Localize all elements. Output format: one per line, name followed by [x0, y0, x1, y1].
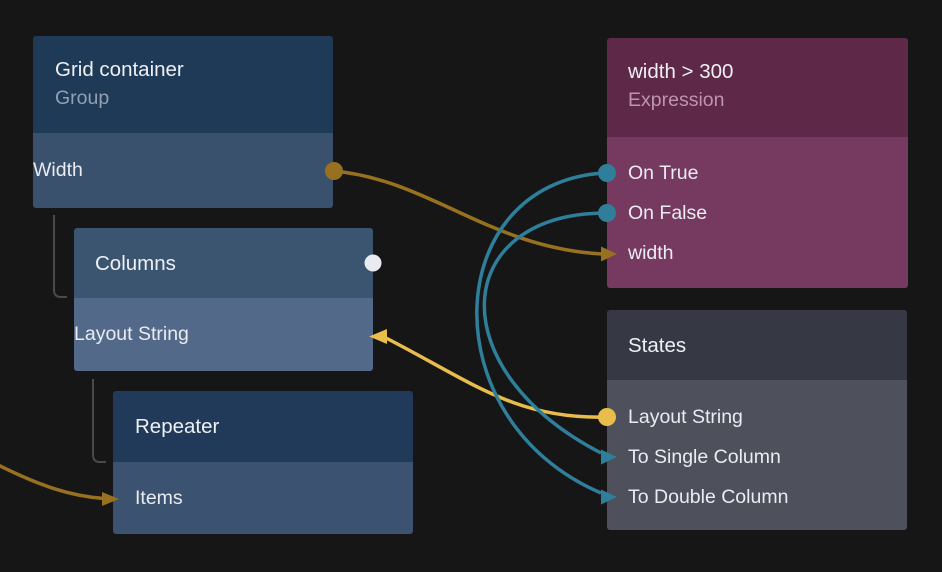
port-to-single-column[interactable]: To Single Column: [628, 445, 781, 468]
node-title: Grid container: [55, 58, 184, 81]
node-columns[interactable]: Columns Layout String: [74, 228, 373, 371]
node-body: Width: [33, 133, 333, 208]
node-body: Layout String: [74, 298, 373, 371]
wire-offcanvas-to-items[interactable]: [0, 464, 105, 501]
wire-on-false-to-single-column[interactable]: [482, 211, 605, 455]
node-subtitle: Expression: [628, 89, 725, 111]
node-body: On True On False width: [607, 137, 908, 288]
node-header: States: [607, 310, 907, 380]
wire-width-to-expression[interactable]: [333, 169, 603, 256]
port-width-input[interactable]: width: [628, 241, 674, 264]
node-body: Items: [113, 462, 413, 534]
port-to-double-column[interactable]: To Double Column: [628, 485, 789, 508]
wire-on-true-to-double-column[interactable]: [475, 171, 605, 495]
node-header: Columns: [74, 228, 373, 298]
node-states[interactable]: States Layout String To Single Column To…: [607, 310, 907, 530]
node-grid-container[interactable]: Grid container Group Width: [33, 36, 333, 208]
tree-elbow-grid-to-columns: [53, 215, 67, 298]
port-on-true[interactable]: On True: [628, 161, 699, 184]
tree-elbow-columns-to-repeater: [92, 379, 106, 463]
node-expression[interactable]: width > 300 Expression On True On False …: [607, 38, 908, 288]
port-width[interactable]: Width: [33, 159, 83, 181]
node-title: States: [628, 333, 687, 357]
node-body: Layout String To Single Column To Double…: [607, 380, 907, 530]
port-items[interactable]: Items: [135, 486, 183, 509]
node-subtitle: Group: [55, 87, 110, 109]
port-layout-string-input[interactable]: Layout String: [74, 323, 189, 345]
node-header: Grid container Group: [33, 36, 333, 133]
node-title: Columns: [95, 251, 176, 275]
node-header: width > 300 Expression: [607, 38, 908, 137]
node-title: Repeater: [135, 415, 220, 438]
node-title: width > 300: [628, 60, 734, 83]
node-header: Repeater: [113, 391, 413, 462]
wire-states-to-columns-layout-string[interactable]: [385, 336, 605, 419]
node-repeater[interactable]: Repeater Items: [113, 391, 413, 534]
port-on-false[interactable]: On False: [628, 201, 708, 224]
port-layout-string-output[interactable]: Layout String: [628, 405, 743, 428]
